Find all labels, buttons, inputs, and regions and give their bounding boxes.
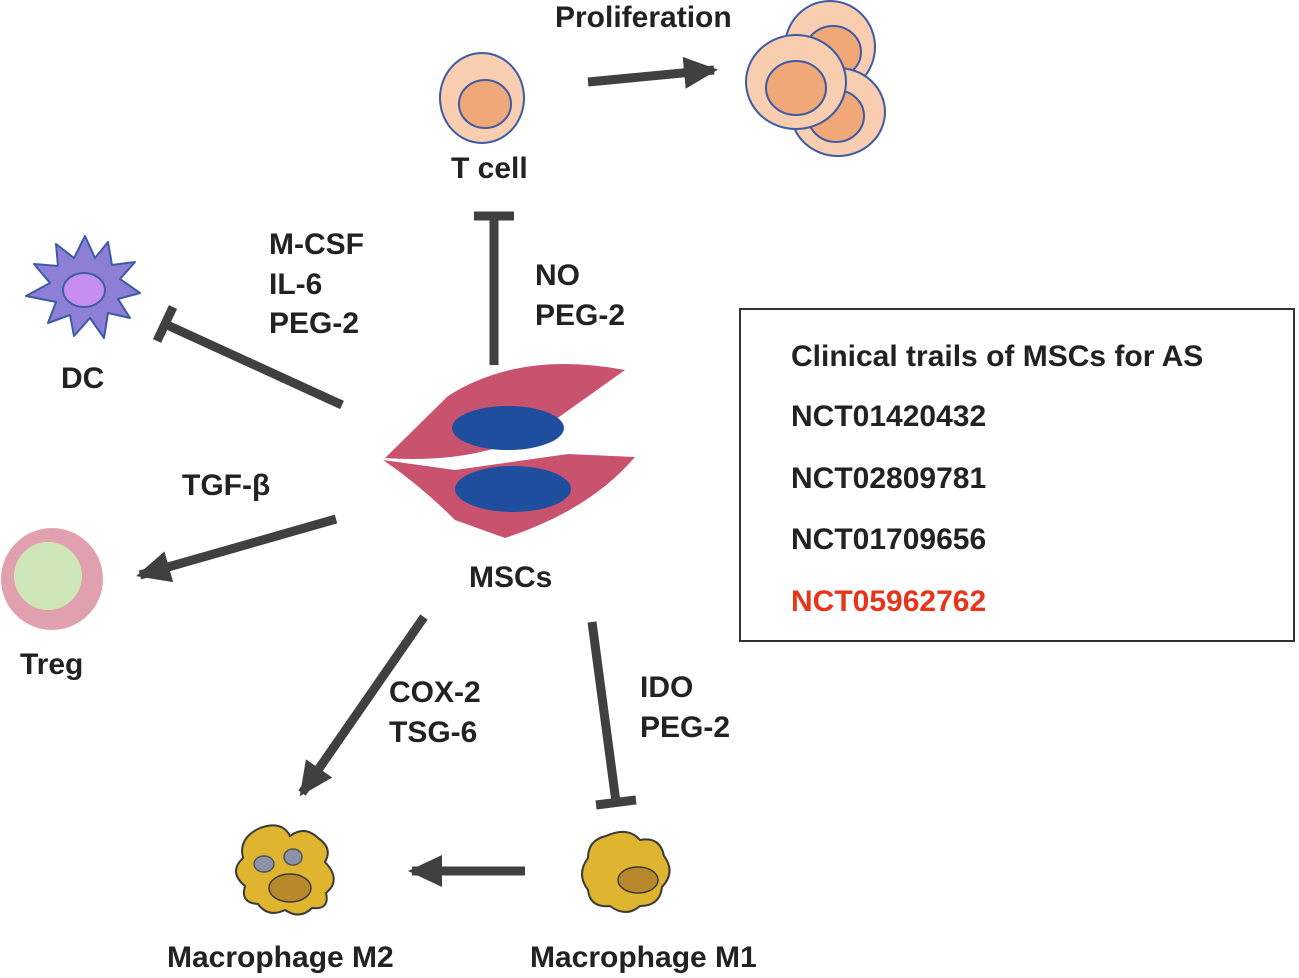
mscs-icon (383, 363, 635, 538)
m2-factor: TSG-6 (389, 715, 478, 749)
clinical-trials-box: Clinical trails of MSCs for AS NCT014204… (739, 308, 1295, 642)
macrophage-m1-label: Macrophage M1 (530, 941, 757, 974)
trial-id: NCT01709656 (791, 523, 987, 556)
treg-icon (1, 528, 103, 630)
macrophage-m1-icon (581, 830, 671, 913)
trial-id: NCT02809781 (791, 462, 987, 495)
proliferation-label: Proliferation (555, 1, 732, 34)
proliferation-arrow (587, 56, 718, 89)
clinical-trials-title: Clinical trails of MSCs for AS (791, 340, 1204, 373)
t-cell-factor: NO (535, 259, 580, 292)
dc-label: DC (61, 362, 105, 395)
macrophage-m2-label: Macrophage M2 (167, 941, 394, 974)
treg-label: Treg (20, 648, 84, 681)
m1-factor: PEG-2 (640, 710, 731, 744)
m1-inhibition (587, 621, 637, 810)
m1-factors: IDO PEG-2 (640, 668, 730, 747)
dc-icon (25, 235, 141, 339)
m1-factor: IDO (640, 671, 694, 704)
mscs-label: MSCs (469, 561, 553, 594)
treg-factor: TGF-β (182, 469, 271, 502)
t-cell-inhibition (474, 211, 514, 365)
macrophage-m2-icon (235, 824, 335, 916)
t-cell-label: T cell (451, 152, 528, 185)
dc-factors: M-CSF IL-6 PEG-2 (269, 225, 364, 344)
dc-factor: M-CSF (269, 228, 364, 261)
dc-factor: PEG-2 (269, 307, 360, 341)
trial-id-highlighted: NCT05962762 (791, 585, 987, 618)
m2-arrow (298, 614, 428, 797)
t-cell-factor: PEG-2 (535, 298, 626, 332)
treg-arrow (136, 514, 338, 583)
m2-factor: COX-2 (389, 676, 481, 709)
t-cell-icon (439, 52, 525, 144)
m2-factors: COX-2 TSG-6 (389, 673, 481, 752)
proliferating-t-cells-icon (745, 0, 886, 157)
dc-factor: IL-6 (269, 267, 323, 301)
trial-id: NCT01420432 (791, 400, 987, 433)
dc-inhibition (152, 305, 344, 410)
t-cell-factors: NO PEG-2 (535, 256, 625, 335)
